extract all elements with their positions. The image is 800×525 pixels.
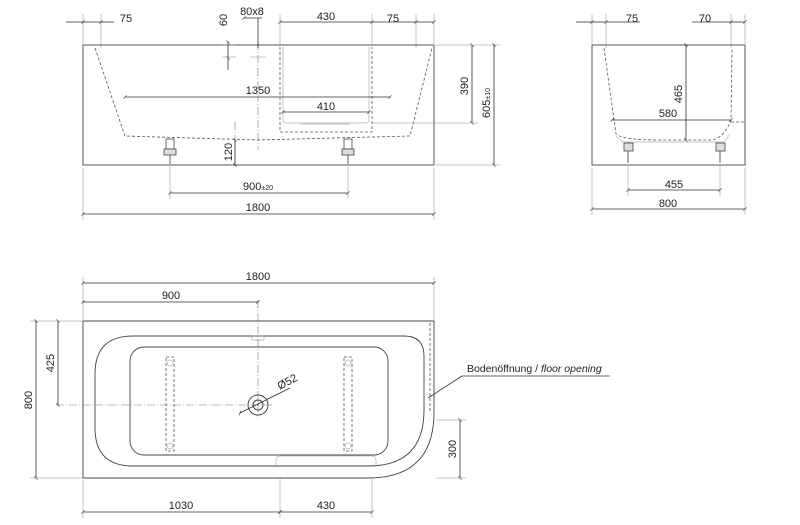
plan-rail-right [343,356,353,452]
dim-430-top: 430 [317,11,335,23]
plan-step [275,455,377,466]
side-basin-outline [603,47,733,141]
plan-drain [56,300,272,418]
dim-605-tolerance: ±10 [485,88,492,100]
dim-390: 390 [459,77,471,95]
plan-rail-left [165,356,175,452]
plan-dim-1800: 1800 [246,271,270,283]
side-dim-455: 455 [665,179,683,191]
dim-120: 120 [223,143,235,161]
dim-60: 60 [218,14,230,26]
front-leg-left [163,138,177,164]
floor-opening-label-en: floor opening [541,363,602,375]
plan-dim-430: 430 [317,500,335,512]
dim-75-left: 75 [120,13,132,25]
plan-rim [94,335,425,467]
side-dim-75: 75 [626,13,638,25]
dim-900-front: 900 [243,181,261,193]
dim-410: 410 [317,101,335,113]
svg-text:Bodenöffnung / floor opening: Bodenöffnung / floor opening [467,363,602,375]
dim-1350: 1350 [246,85,270,97]
side-dim-465: 465 [673,85,685,103]
plan-basin-floor [129,346,389,456]
side-view: 75 70 465 580 455 800 [576,13,747,215]
dim-900-tolerance: ±20 [261,185,273,192]
side-dim-800: 800 [659,198,677,210]
side-dim-70: 70 [699,13,711,25]
side-outline [591,44,746,166]
front-outline [82,44,435,166]
front-view: 75 60 80x8 430 75 1350 410 390 [66,6,500,220]
plan-dim-425: 425 [45,354,57,372]
plan-dim-300: 300 [447,440,459,458]
plan-dim-1030: 1030 [169,500,193,512]
front-drain-box [279,47,373,133]
plan-dim-800: 800 [23,391,35,409]
dim-605: 605 [481,100,493,118]
dim-1800-front: 1800 [246,202,270,214]
dim-75-right: 75 [387,13,399,25]
front-leg-right [341,138,355,164]
dim-80x8: 80x8 [240,6,264,18]
front-drain-inner [282,47,370,124]
side-dim-580: 580 [659,108,677,120]
floor-opening-label: Bodenöffnung / [467,363,541,375]
plan-view: Ø52 1800 900 425 800 300 Bodenöffnung / … [23,271,610,518]
svg-text:900±20: 900±20 [243,181,273,193]
svg-text:605±10: 605±10 [481,88,493,118]
plan-outline [82,320,435,479]
plan-dim-900: 900 [162,290,180,302]
